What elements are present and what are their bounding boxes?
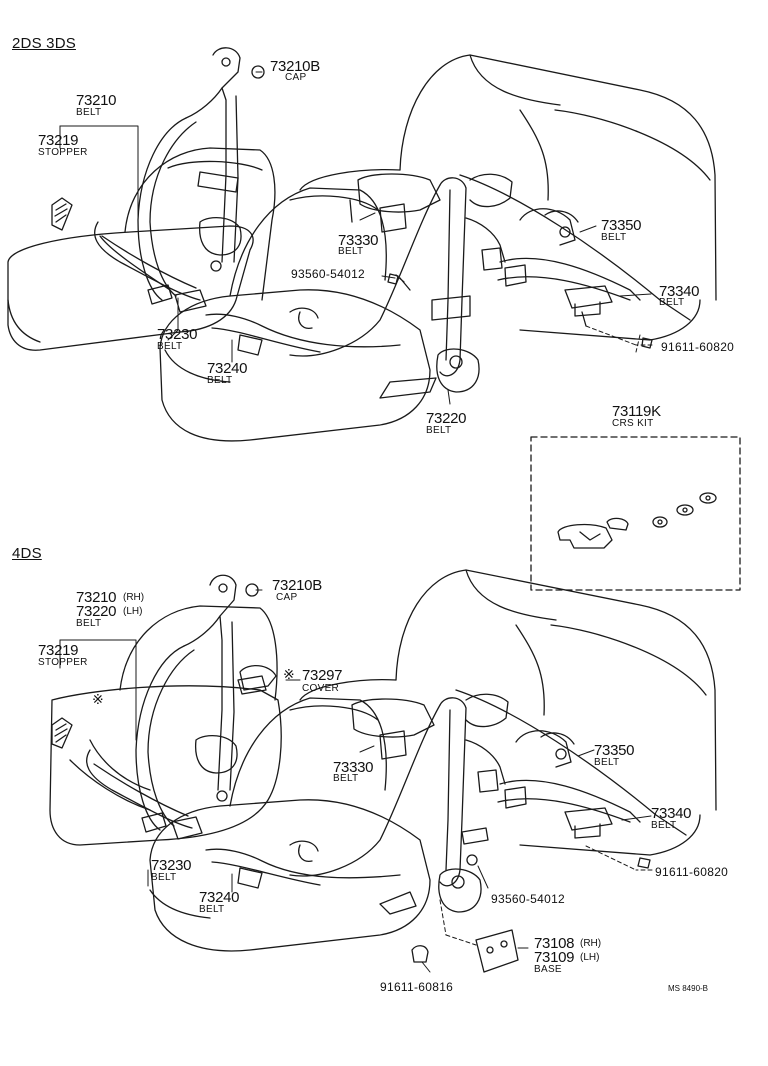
drawing-code: MS 8490-B xyxy=(668,984,709,993)
part-name-cap: CAP xyxy=(285,72,307,83)
part-number-91611-60816: 91611-60816 xyxy=(380,980,454,994)
part-number-73297: 73297 xyxy=(302,667,343,684)
part-number-73220: 73220 xyxy=(76,603,117,620)
part-number-91611-60820: 91611-60820 xyxy=(655,865,729,879)
part-name-belt: BELT xyxy=(601,232,627,243)
suffix-rh: (RH) xyxy=(123,592,145,603)
part-name-belt: BELT xyxy=(157,341,183,352)
part-name-belt: BELT xyxy=(199,904,225,915)
front-seat-right-top xyxy=(160,188,430,441)
asterisk-mark: ※ xyxy=(283,666,295,682)
suffix-rh: (RH) xyxy=(580,938,602,949)
part-number-73240: 73240 xyxy=(207,360,248,377)
rear-belt-assembly-top xyxy=(290,174,640,398)
part-number-73340: 73340 xyxy=(651,805,692,822)
part-name-belt: BELT xyxy=(207,375,233,386)
part-name-belt: BELT xyxy=(659,297,685,308)
part-number-73109: 73109 xyxy=(534,949,575,966)
suffix-lh: (LH) xyxy=(123,606,143,617)
part-number-91611-60820: 91611-60820 xyxy=(661,340,735,354)
front-belt-assembly-top xyxy=(95,48,400,355)
rear-belt-assembly-bottom xyxy=(290,694,640,912)
part-name-belt: BELT xyxy=(76,618,102,629)
part-number-73230: 73230 xyxy=(157,326,198,343)
part-name-belt: BELT xyxy=(333,773,359,784)
part-number-73210b: 73210B xyxy=(272,577,322,594)
part-number-73330: 73330 xyxy=(333,759,374,776)
part-number-73219: 73219 xyxy=(38,132,79,149)
part-number-93560-54012: 93560-54012 xyxy=(491,892,566,906)
part-number-73240: 73240 xyxy=(199,889,240,906)
part-number-73350: 73350 xyxy=(601,217,642,234)
part-number-73219: 73219 xyxy=(38,642,79,659)
small-parts-top xyxy=(52,66,652,348)
section-title-2ds-3ds: 2DS 3DS xyxy=(12,35,76,52)
part-name-belt: BELT xyxy=(651,820,677,831)
part-number-73108: 73108 xyxy=(534,935,575,952)
part-name-crs-kit: CRS KIT xyxy=(612,418,654,429)
part-number-73210: 73210 xyxy=(76,92,117,109)
part-number-73119k: 73119K xyxy=(612,403,661,420)
part-name-cap: CAP xyxy=(276,592,298,603)
leader-lines-top xyxy=(60,72,652,404)
part-name-belt: BELT xyxy=(426,425,452,436)
part-name-belt: BELT xyxy=(76,107,102,118)
part-number-73330: 73330 xyxy=(338,232,379,249)
part-number-73210: 73210 xyxy=(76,589,117,606)
asterisk-mark: ※ xyxy=(92,691,104,707)
suffix-lh: (LH) xyxy=(580,952,600,963)
rear-seat-bottom xyxy=(300,570,716,855)
part-name-belt: BELT xyxy=(594,757,620,768)
part-number-73340: 73340 xyxy=(659,283,700,300)
front-seat-right-bottom xyxy=(150,698,430,951)
front-seat-left-bottom xyxy=(50,606,281,845)
part-name-base: BASE xyxy=(534,964,562,975)
leader-lines-bottom xyxy=(60,590,652,972)
part-name-stopper: STOPPER xyxy=(38,147,88,158)
section-title-4ds: 4DS xyxy=(12,545,42,562)
part-name-cover: COVER xyxy=(302,683,340,694)
part-number-93560-54012: 93560-54012 xyxy=(291,267,366,281)
part-number-73230: 73230 xyxy=(151,857,192,874)
crs-kit-box xyxy=(531,437,740,590)
front-belt-assembly-bottom xyxy=(87,575,416,914)
part-name-belt: BELT xyxy=(151,872,177,883)
rear-seat-top xyxy=(300,55,716,340)
part-number-73210b: 73210B xyxy=(270,58,320,75)
part-number-73350: 73350 xyxy=(594,742,635,759)
part-name-stopper: STOPPER xyxy=(38,657,88,668)
part-number-73220: 73220 xyxy=(426,410,467,427)
part-name-belt: BELT xyxy=(338,246,364,257)
